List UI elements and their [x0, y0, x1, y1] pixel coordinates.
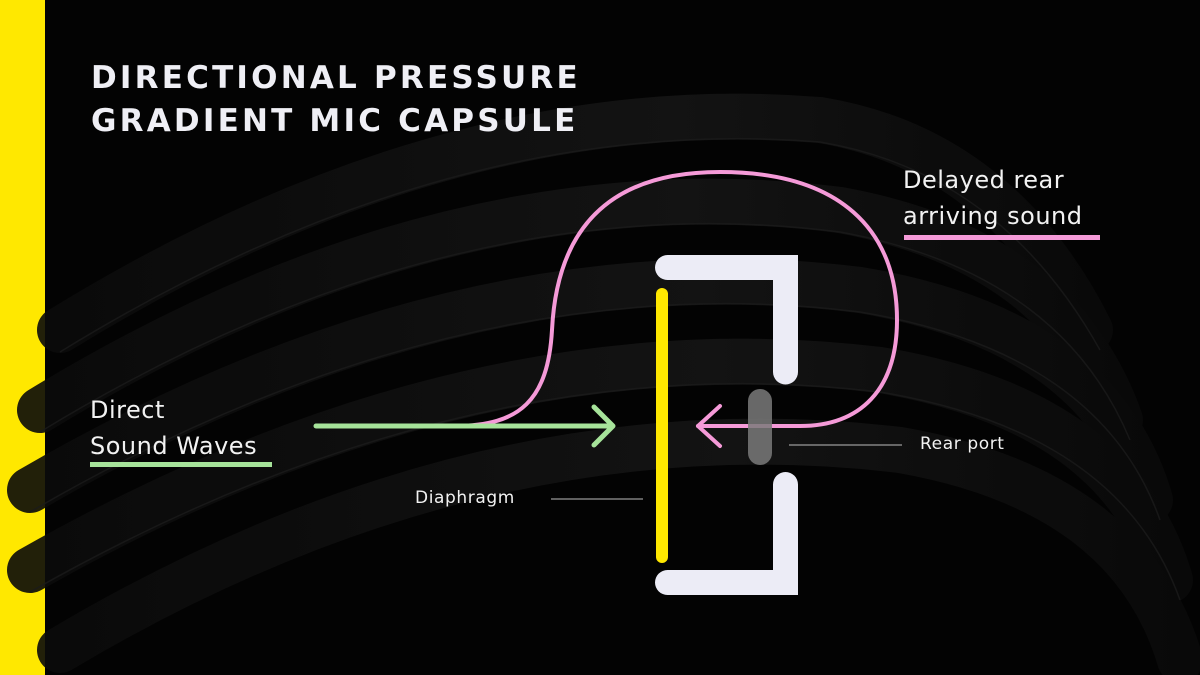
direct-sound-label: Direct Sound Waves	[90, 392, 257, 464]
title-line-2: GRADIENT MIC CAPSULE	[91, 103, 579, 139]
title-line-1: DIRECTIONAL PRESSURE	[91, 60, 581, 96]
grille-edge	[29, 302, 1161, 521]
capsule-body-bottom	[655, 472, 798, 595]
grille-band	[17, 178, 1143, 443]
grille-band	[7, 338, 1193, 603]
direct-sound-arrowhead-icon	[591, 404, 616, 448]
delayed-sound-label-line-2: arriving sound	[903, 202, 1083, 230]
direct-sound-label-line-1: Direct	[90, 396, 165, 424]
grille-band	[37, 418, 1200, 675]
rear-port	[748, 389, 772, 465]
grille-edge	[59, 137, 1101, 353]
grille-band	[7, 258, 1173, 523]
rear-sound-path	[453, 169, 900, 428]
capsule-body-top	[655, 255, 798, 385]
delayed-sound-label: Delayed rear arriving sound	[903, 162, 1082, 234]
delayed-sound-label-line-1: Delayed rear	[903, 166, 1065, 194]
direct-sound-underline	[90, 462, 272, 467]
page-title: DIRECTIONAL PRESSURE GRADIENT MIC CAPSUL…	[91, 57, 581, 143]
rear-sound-arrowhead-icon	[696, 404, 722, 448]
delayed-sound-underline	[904, 235, 1100, 240]
diaphragm-label: Diaphragm	[415, 488, 515, 508]
grille-edge	[39, 222, 1131, 441]
direct-sound-label-line-2: Sound Waves	[90, 432, 258, 460]
rear-port-label: Rear port	[920, 434, 1005, 454]
grille-band	[37, 93, 1113, 353]
grille-edge	[29, 382, 1181, 601]
